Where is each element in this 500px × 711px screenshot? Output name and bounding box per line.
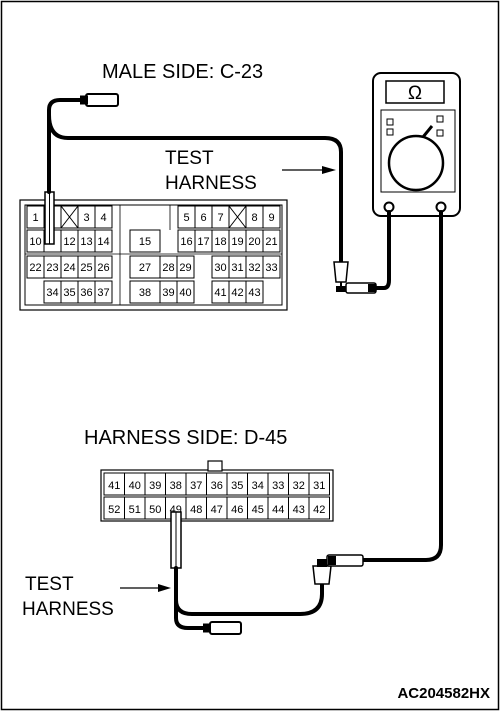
pin-cell-d45 (308, 496, 330, 520)
pin-c23-26: 26 (97, 262, 109, 274)
pin-c23-9: 9 (268, 212, 274, 224)
dial-pointer (421, 125, 434, 138)
range-button-1 (386, 118, 394, 126)
pin-cell-d45 (308, 472, 330, 496)
test-harness-bottom-arrow (120, 584, 171, 592)
pin-c23-19: 19 (231, 236, 243, 248)
pin-d45-35: 35 (231, 480, 243, 492)
pin-c23-42: 42 (231, 287, 243, 299)
test-harness-top-label-line2: HARNESS (165, 173, 257, 194)
pin-c23-34: 34 (46, 287, 58, 299)
test-harness-bottom-label-line1: TEST (25, 574, 74, 595)
multimeter: Ω (372, 72, 461, 217)
pin-c23-12: 12 (63, 236, 75, 248)
connector-d45-top-row: 41 40 39 38 37 36 35 34 33 32 31 (103, 472, 330, 496)
pin-d45-46: 46 (231, 504, 243, 516)
pin-c23-16: 16 (180, 236, 192, 248)
pin-c23-3: 3 (83, 212, 89, 224)
male-side-label: MALE SIDE: C-23 (102, 61, 263, 83)
pin-c23-37: 37 (97, 287, 109, 299)
pin-c23-13: 13 (80, 236, 92, 248)
pin-c23-29: 29 (179, 262, 191, 274)
pin-d45-39: 39 (149, 480, 161, 492)
pin-d45-42: 42 (313, 504, 325, 516)
range-button-2 (386, 128, 394, 136)
pin-d45-50: 50 (149, 504, 161, 516)
test-harness-bottom-label-line2: HARNESS (22, 599, 114, 620)
meter-lead-right (360, 210, 443, 562)
test-harness-top-plug (85, 93, 119, 107)
range-button-3 (436, 115, 444, 123)
pin-c23-39: 39 (162, 287, 174, 299)
figure-code: AC204582HX (397, 685, 490, 702)
pin-c23-38: 38 (139, 287, 151, 299)
pin-c23-8: 8 (251, 212, 257, 224)
pin-c23-30: 30 (214, 262, 226, 274)
pin-d45-31: 31 (313, 480, 325, 492)
pin-c23-31: 31 (231, 262, 243, 274)
test-harness-top-arrow (282, 166, 336, 174)
multimeter-display (385, 80, 445, 104)
pin-c23-40: 40 (179, 287, 191, 299)
pin-c23-23: 23 (46, 262, 58, 274)
pin-c23-14: 14 (97, 236, 109, 248)
pin-d45-52: 52 (108, 504, 120, 516)
pin-d45-32: 32 (293, 480, 305, 492)
pin-c23-17: 17 (197, 236, 209, 248)
pin-d45-40: 40 (129, 480, 141, 492)
harness-side-label: HARNESS SIDE: D-45 (84, 427, 287, 449)
pin-d45-33: 33 (272, 480, 284, 492)
pin-d45-44: 44 (272, 504, 284, 516)
pin-d45-41: 41 (108, 480, 120, 492)
pin-c23-1: 1 (32, 212, 38, 224)
test-harness-top-label-line1: TEST (165, 148, 214, 169)
ohm-symbol: Ω (408, 83, 422, 104)
pin-d45-36: 36 (211, 480, 223, 492)
pin-c23-21: 21 (265, 236, 277, 248)
pin-d45-38: 38 (170, 480, 182, 492)
pin-c23-32: 32 (248, 262, 260, 274)
pin-d45-47: 47 (211, 504, 223, 516)
test-harness-top (44, 93, 391, 294)
pin-c23-10: 10 (29, 236, 41, 248)
pin-c23-35: 35 (63, 287, 75, 299)
pin-c23-15: 15 (139, 236, 151, 248)
pin-d45-43: 43 (293, 504, 305, 516)
pin-c23-7: 7 (217, 212, 223, 224)
pin-c23-28: 28 (162, 262, 174, 274)
pin-c23-24: 24 (63, 262, 75, 274)
pin-c23-18: 18 (214, 236, 226, 248)
pin-d45-48: 48 (190, 504, 202, 516)
pin-c23-6: 6 (200, 212, 206, 224)
pin-c23-25: 25 (80, 262, 92, 274)
pin-c23-27: 27 (139, 262, 151, 274)
test-harness-bottom-plug (209, 621, 242, 635)
pin-c23-36: 36 (80, 287, 92, 299)
pin-d45-34: 34 (252, 480, 264, 492)
pin-c23-41: 41 (214, 287, 226, 299)
pin-d45-45: 45 (252, 504, 264, 516)
range-button-4 (436, 129, 444, 137)
pin-d45-37: 37 (190, 480, 202, 492)
pin-c23-5: 5 (183, 212, 189, 224)
connector-c23: 1 3 4 5 6 7 8 9 10 12 13 14 15 16 17 18 … (19, 199, 288, 311)
pin-c23-20: 20 (248, 236, 260, 248)
pin-c23-33: 33 (265, 262, 277, 274)
test-harness-top-clip (333, 261, 349, 283)
pin-c23-4: 4 (100, 212, 106, 224)
connector-d45-lock (207, 460, 223, 472)
pin-c23-22: 22 (29, 262, 41, 274)
pin-d45-51: 51 (129, 504, 141, 516)
test-harness-bottom (170, 511, 364, 635)
pin-c23-43: 43 (248, 287, 260, 299)
selector-dial (387, 134, 445, 192)
test-harness-bottom-clip (312, 565, 332, 585)
